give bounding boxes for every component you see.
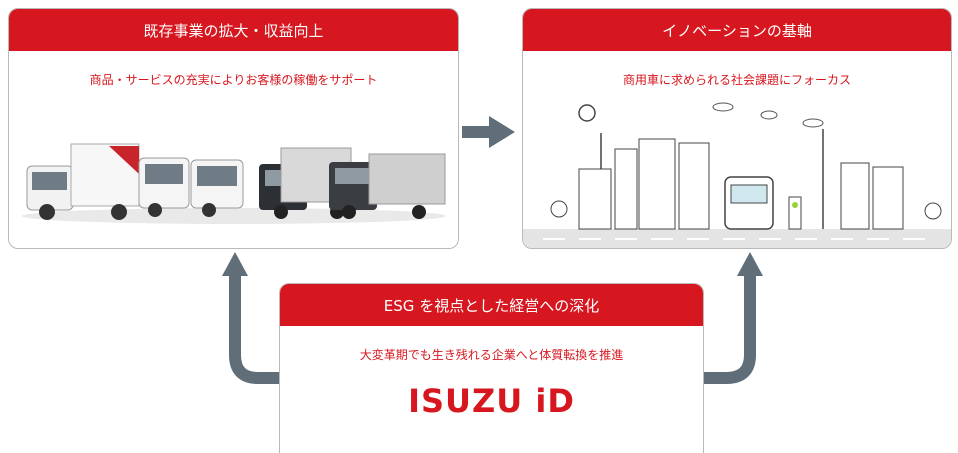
card-subtitle: 商品・サービスの充実によりお客様の稼働をサポート (89, 73, 378, 87)
truck-lineup-image (22, 143, 446, 224)
arrow-up-icon (222, 252, 279, 384)
card-title: イノベーションの基軸 (523, 9, 951, 51)
card-title: ESG を視点とした経営への深化 (280, 284, 703, 326)
card-esg: ESG を視点とした経営への深化 大変革期でも生き残れる企業へと体質転換を推進 … (279, 283, 704, 453)
card-business-expansion: 既存事業の拡大・収益向上 商品・サービスの充実によりお客様の稼働をサポート (8, 8, 459, 249)
card-subtitle: 商用車に求められる社会課題にフォーカス (622, 73, 851, 87)
city-illustration-image (523, 102, 951, 248)
isuzu-id-logo: ISUZU iD (280, 382, 703, 420)
arrow-up-icon (704, 252, 763, 384)
arrow-right-icon (462, 116, 515, 148)
logo-text: ISUZU iD (408, 382, 575, 420)
card-subtitle: 大変革期でも生き残れる企業へと体質転換を推進 (359, 348, 624, 362)
card-title: 既存事業の拡大・収益向上 (9, 9, 458, 51)
card-innovation: イノベーションの基軸 商用車に求められる社会課題にフォーカス (522, 8, 952, 249)
